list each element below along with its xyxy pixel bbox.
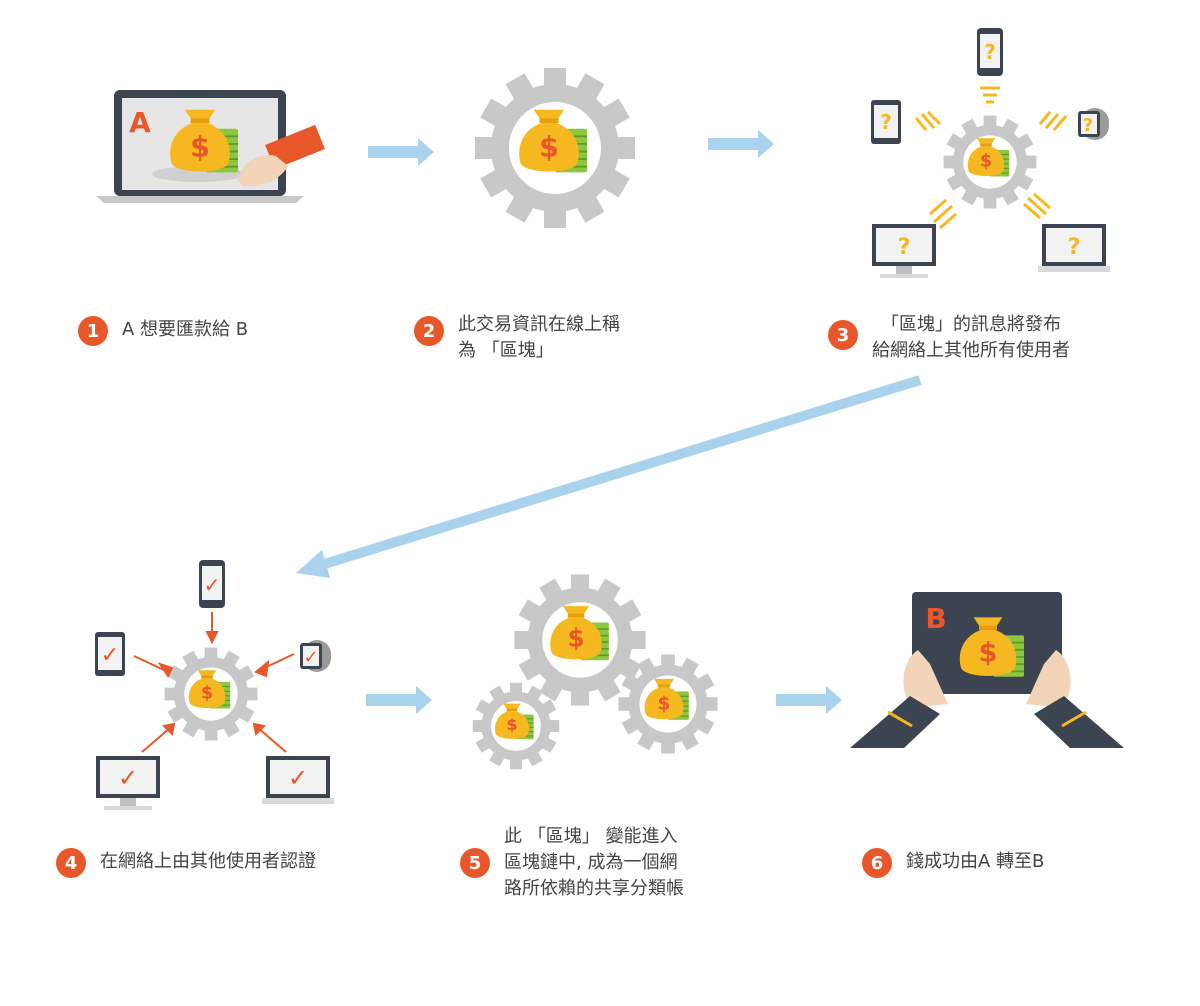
hand-icon [238, 124, 325, 187]
verify-arrows [133, 612, 295, 753]
question-icon: ? [880, 110, 892, 134]
check-icon: ✓ [101, 643, 119, 668]
step-2: 2 此交易資訊在線上稱 為 「區塊」 [414, 314, 620, 364]
check-icon: ✓ [303, 647, 318, 668]
hands-icon [850, 650, 1124, 748]
step-5-illustration [472, 574, 718, 770]
step-caption: 此交易資訊在線上稱 為 「區塊」 [458, 312, 620, 364]
step-number-badge: 4 [56, 848, 86, 878]
step-number-badge: 1 [78, 316, 108, 346]
step-caption: 此 「區塊」 變能進入 區塊鏈中, 成為一個網 路所依賴的共享分類帳 [504, 824, 684, 902]
step-caption: A 想要匯款給 B [122, 317, 248, 343]
step-caption: 在網絡上由其他使用者認證 [100, 849, 316, 875]
caption-line: A 想要匯款給 B [122, 319, 249, 340]
broadcast-waves-icon [914, 86, 1068, 230]
check-icon: ✓ [288, 764, 308, 792]
receiver-letter: B [925, 602, 946, 635]
sender-letter: A [129, 106, 151, 139]
step-number-badge: 6 [862, 848, 892, 878]
step-6: 6 錢成功由A 轉至B [862, 848, 1044, 878]
step-caption: 「區塊」的訊息將發布 給網絡上其他所有使用者 [872, 312, 1070, 364]
step-number-badge: 3 [828, 320, 858, 350]
step-2-illustration [475, 68, 635, 228]
caption-line: 在網絡上由其他使用者認證 [100, 851, 316, 872]
check-icon: ✓ [118, 764, 138, 792]
arrow-5-to-6 [776, 686, 842, 714]
step-number-badge: 5 [460, 848, 490, 878]
step-number-badge: 2 [414, 316, 444, 346]
step-5: 5 此 「區塊」 變能進入 區塊鏈中, 成為一個網 路所依賴的共享分類帳 [460, 826, 684, 902]
step-caption: 錢成功由A 轉至B [906, 849, 1044, 875]
caption-line: 此交易資訊在線上稱 [458, 314, 620, 335]
arrow-1-to-2 [368, 138, 434, 166]
step-1: 1 A 想要匯款給 B [78, 316, 248, 346]
step-6-illustration: B [850, 592, 1124, 748]
arrow-2-to-3 [708, 130, 774, 158]
step-4-illustration: ✓ ✓ ✓ ✓ ✓ [95, 560, 334, 810]
caption-line: 「區塊」的訊息將發布 [881, 314, 1061, 335]
step-3: 3 「區塊」的訊息將發布 給網絡上其他所有使用者 [828, 314, 1070, 364]
question-icon: ? [1083, 115, 1093, 136]
caption-line: 路所依賴的共享分類帳 [504, 878, 684, 899]
question-icon: ? [898, 235, 911, 260]
step-3-illustration: ? ? ? ? ? [871, 28, 1110, 278]
caption-line: 給網絡上其他所有使用者 [872, 340, 1070, 361]
caption-line: 此 「區塊」 變能進入 [504, 826, 678, 847]
step-4: 4 在網絡上由其他使用者認證 [56, 848, 316, 878]
laptop-base [96, 196, 304, 203]
question-icon: ? [984, 40, 996, 64]
arrow-4-to-5 [366, 686, 432, 714]
caption-line: 錢成功由A 轉至B [906, 851, 1045, 872]
question-icon: ? [1068, 235, 1081, 260]
arrow-3-to-4 [296, 375, 922, 578]
caption-line: 為 「區塊」 [458, 340, 554, 361]
check-icon: ✓ [204, 573, 221, 597]
caption-line: 區塊鏈中, 成為一個網 [504, 852, 678, 873]
step-1-illustration: A [96, 90, 325, 203]
